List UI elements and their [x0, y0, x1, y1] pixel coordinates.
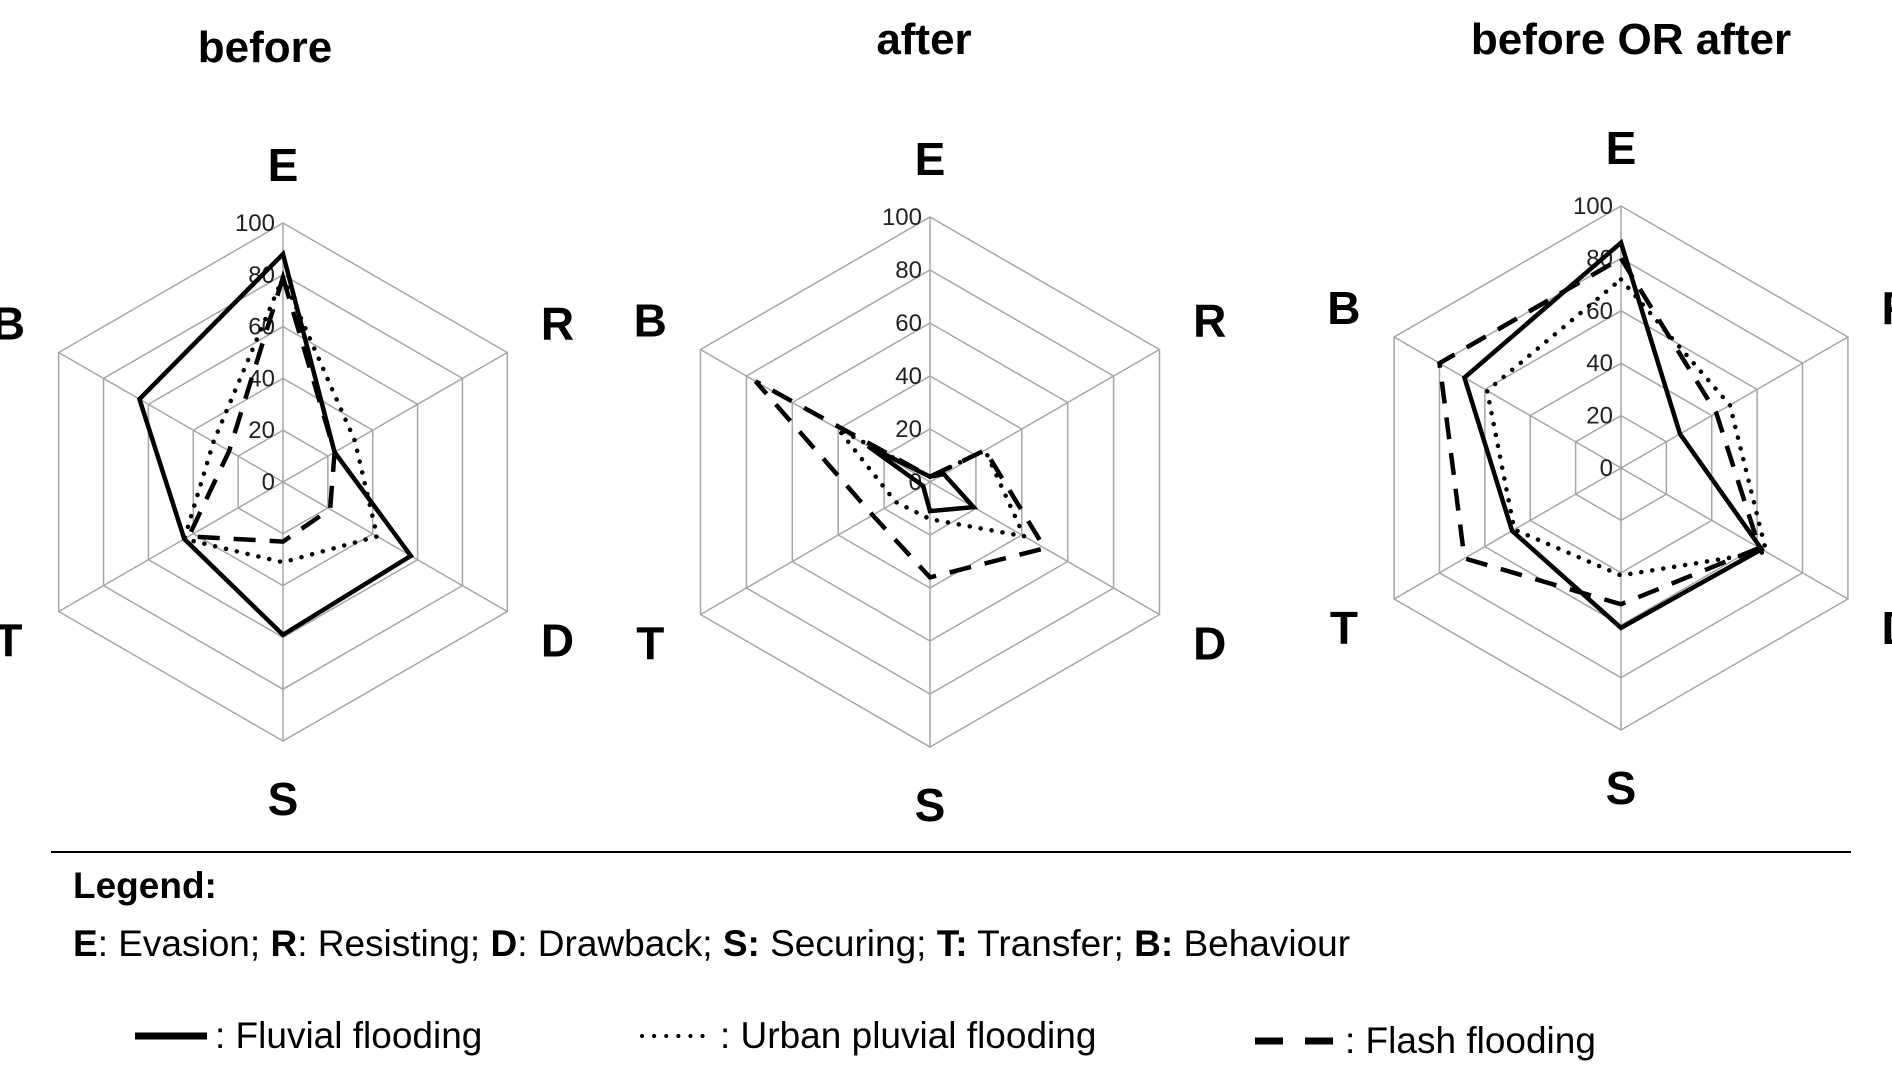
axis-spoke: [58, 351, 284, 483]
axis-label-b: B: [1327, 282, 1360, 334]
legend-def-d: D: Drawback;: [490, 923, 713, 964]
tick-label: 0: [262, 469, 275, 496]
series-fluvial-flooding: [1461, 238, 1765, 631]
legend-key-flash: : Flash flooding: [1253, 1020, 1596, 1062]
axis-spoke: [282, 351, 508, 483]
tick-label: 0: [1600, 455, 1613, 482]
tick-label: 100: [1573, 193, 1613, 220]
series-flash-flooding: [1437, 255, 1763, 607]
legend-def-t: T: Transfer;: [936, 923, 1124, 964]
legend-title: Legend:: [73, 865, 217, 906]
axis-label-s: S: [1606, 762, 1637, 814]
tick-label: 40: [895, 363, 922, 390]
chart-title: after: [876, 15, 971, 64]
axis-spoke: [282, 481, 508, 613]
legend-def-b: B: Behaviour: [1134, 923, 1351, 964]
legend-key-fluvial: : Fluvial flooding: [133, 1015, 482, 1057]
tick-label: 40: [1586, 350, 1613, 377]
legend-key-urban-pluvial: : Urban pluvial flooding: [638, 1015, 1096, 1057]
chart-title: before OR after: [1471, 15, 1791, 64]
axis-spoke: [1393, 336, 1622, 469]
axis-spoke: [1620, 467, 1849, 600]
tick-label: 100: [235, 210, 275, 237]
legend-def-e: E: Evasion;: [73, 923, 261, 964]
series-flash-flooding: [753, 379, 1049, 580]
tick-label: 20: [1586, 403, 1613, 430]
solid-line-swatch-icon: [135, 1032, 207, 1040]
axis-spoke: [929, 481, 1160, 616]
legend-definitions: E: Evasion; R: Resisting; D: Drawback; S…: [73, 923, 1350, 965]
axis-label-d: D: [1193, 618, 1226, 670]
legend-divider: [51, 851, 1851, 853]
dashed-line-swatch-icon: [1255, 1037, 1337, 1045]
axis-label-e: E: [268, 139, 299, 191]
dotted-line-swatch-icon: [640, 1034, 714, 1038]
series-urban-pluvial-flooding: [1484, 276, 1769, 578]
axis-label-r: R: [1882, 282, 1892, 334]
axis-label-d: D: [1882, 602, 1892, 654]
tick-label: 80: [895, 257, 922, 284]
axis-spoke: [1393, 467, 1622, 600]
series-fluvial-flooding: [866, 444, 979, 514]
axis-label-t: T: [0, 615, 23, 667]
axis-spoke: [58, 481, 284, 613]
axis-label-t: T: [636, 618, 664, 670]
series-flash-flooding: [185, 269, 337, 544]
legend-def-s: S: Securing;: [722, 923, 927, 964]
series-urban-pluvial-flooding: [181, 271, 380, 565]
tick-label: 20: [895, 416, 922, 443]
axis-label-e: E: [1606, 122, 1637, 174]
axis-label-r: R: [1193, 295, 1226, 347]
tick-label: 60: [895, 310, 922, 337]
axis-label-b: B: [0, 298, 25, 350]
chart-title: before: [198, 23, 332, 72]
axis-label-b: B: [634, 295, 667, 347]
legend-def-r: R: Resisting;: [270, 923, 481, 964]
axis-spoke: [1620, 336, 1849, 469]
axis-label-r: R: [541, 298, 574, 350]
axis-label-t: T: [1330, 602, 1358, 654]
axis-spoke: [700, 481, 931, 616]
axis-label-s: S: [915, 779, 946, 831]
axis-label-s: S: [268, 773, 299, 825]
tick-label: 100: [882, 204, 922, 231]
tick-label: 60: [1586, 298, 1613, 325]
axis-label-e: E: [915, 133, 946, 185]
axis-label-d: D: [541, 615, 574, 667]
tick-label: 20: [248, 417, 275, 444]
